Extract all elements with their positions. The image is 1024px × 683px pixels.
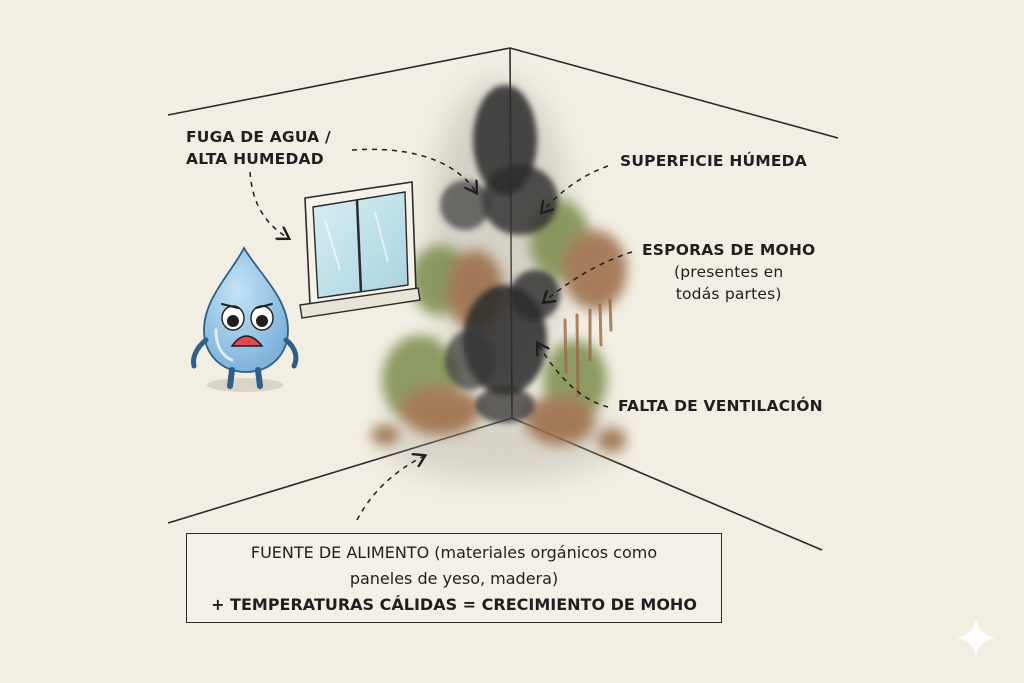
food-source-box: FUENTE DE ALIMENTO (materiales orgánicos… (186, 533, 722, 623)
arrow-superficie (542, 165, 609, 212)
arrow-esporas (544, 251, 633, 302)
sad-water-drop-icon (191, 246, 299, 392)
label-damp-surface: SUPERFICIE HÚMEDA (620, 150, 807, 172)
label-line: todás partes) (675, 285, 782, 303)
label-line: ALTA HUMEDAD (186, 150, 324, 168)
arrow-food-source (356, 456, 424, 521)
arrow-fuga-to-window (249, 171, 288, 238)
food-box-line: FUENTE DE ALIMENTO (materiales orgánicos… (250, 543, 658, 562)
food-box-line: paneles de yeso, madera) (349, 569, 559, 588)
label-line: FALTA DE VENTILACIÓN (618, 397, 823, 415)
mold-growth (371, 85, 627, 452)
label-water-leak-high-humidity: FUGA DE AGUA / ALTA HUMEDAD (186, 126, 331, 170)
food-box-line: + TEMPERATURAS CÁLIDAS = CRECIMIENTO DE … (211, 595, 697, 614)
arrow-falta (538, 344, 609, 408)
label-line: (presentes en (673, 263, 784, 281)
label-mold-spores: ESPORAS DE MOHO (presentes en todás part… (642, 239, 815, 305)
label-line: FUGA DE AGUA / (186, 128, 331, 146)
label-line: ESPORAS DE MOHO (642, 241, 816, 259)
callout-arrows (249, 148, 633, 521)
arrow-fuga-to-mold (351, 148, 476, 192)
label-lack-of-ventilation: FALTA DE VENTILACIÓN (618, 395, 823, 417)
label-line: SUPERFICIE HÚMEDA (620, 152, 807, 170)
sparkle-icon (956, 618, 996, 658)
window-icon (299, 181, 421, 319)
